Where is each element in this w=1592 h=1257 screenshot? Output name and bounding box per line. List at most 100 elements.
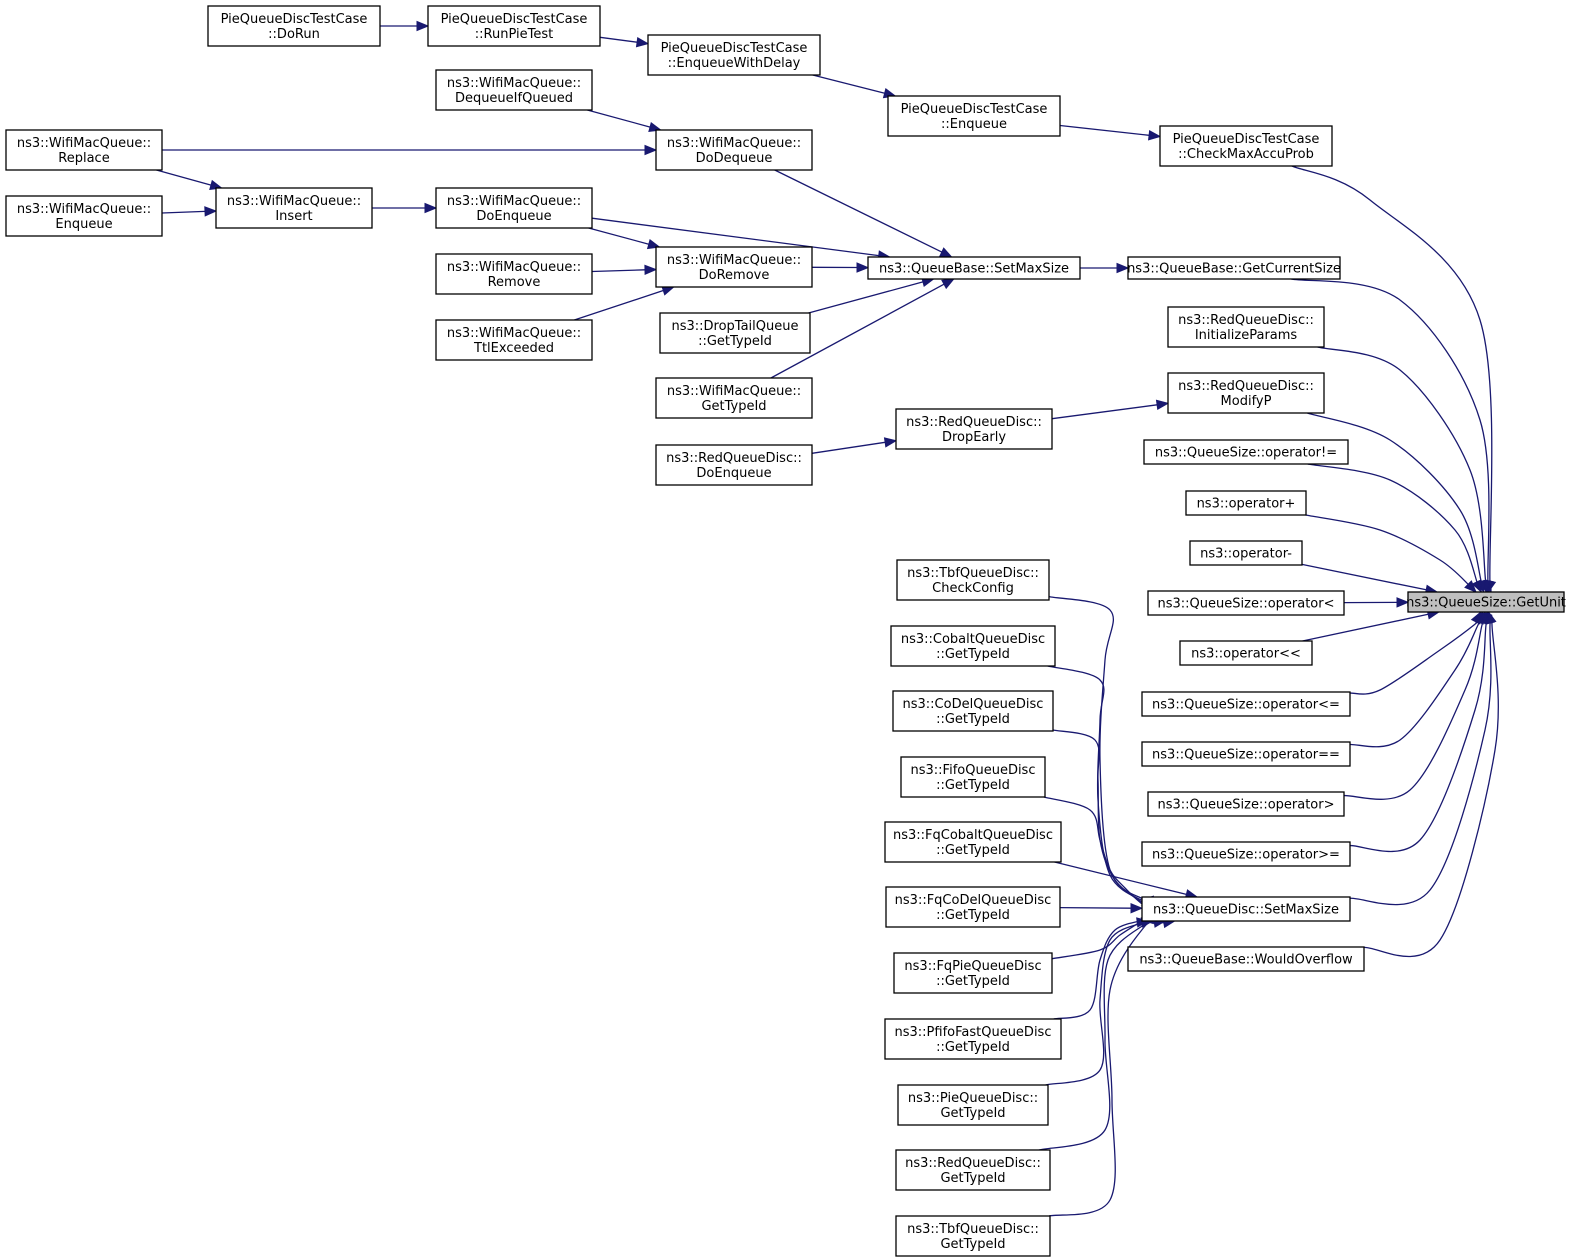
node-label-line: ns3::WifiMacQueue:: [667, 136, 801, 151]
edge-droptail_gettypeid-to-qb_setmaxsize [808, 276, 935, 314]
node-dorun[interactable]: PieQueueDiscTestCase::DoRun [207, 5, 381, 47]
node-label-line: GetTypeId [701, 399, 766, 414]
node-op-shl[interactable]: ns3::operator<< [1179, 640, 1313, 666]
arrowhead [941, 278, 955, 290]
node-codel-gettypeid[interactable]: ns3::CoDelQueueDisc::GetTypeId [892, 690, 1054, 732]
node-box [884, 1018, 1062, 1060]
arrowhead [648, 121, 662, 132]
node-checkmaxaccuprob[interactable]: PieQueueDiscTestCase::CheckMaxAccuProb [1159, 125, 1333, 167]
node-cobalt-gettypeid[interactable]: ns3::CobaltQueueDisc::GetTypeId [890, 625, 1056, 667]
node-red-modifyp[interactable]: ns3::RedQueueDisc::ModifyP [1167, 372, 1325, 414]
node-label-line: ns3::RedQueueDisc:: [905, 1156, 1041, 1171]
node-wmq-doenqueue[interactable]: ns3::WifiMacQueue::DoEnqueue [435, 187, 593, 229]
edge-line [599, 36, 638, 43]
node-box [1179, 640, 1313, 666]
node-pie-gettypeid[interactable]: ns3::PieQueueDisc::GetTypeId [897, 1084, 1049, 1126]
node-wmq-doremove[interactable]: ns3::WifiMacQueue::DoRemove [655, 246, 813, 288]
edge-fqcodel_gettypeid-to-qd_setmaxsize [1059, 902, 1144, 914]
node-label-line: InitializeParams [1195, 328, 1298, 343]
node-box [1407, 591, 1565, 613]
node-op-ge[interactable]: ns3::QueueSize::operator>= [1141, 841, 1351, 867]
node-wouldoverflow[interactable]: ns3::QueueBase::WouldOverflow [1127, 946, 1365, 972]
node-wmq-dodequeue[interactable]: ns3::WifiMacQueue::DoDequeue [655, 129, 813, 171]
edge-line [1343, 618, 1485, 800]
node-box [5, 129, 163, 171]
node-op-eq[interactable]: ns3::QueueSize::operator== [1141, 741, 1351, 767]
node-op-lt[interactable]: ns3::QueueSize::operator< [1147, 590, 1345, 616]
arrowhead [646, 238, 661, 250]
node-label-line: ns3::QueueSize::operator== [1152, 748, 1340, 763]
edge-wmq_replace-to-wmq_insert [156, 169, 223, 190]
node-op-plus[interactable]: ns3::operator+ [1185, 490, 1307, 516]
node-fqcobalt-gettypeid[interactable]: ns3::FqCobaltQueueDisc::GetTypeId [884, 821, 1062, 863]
edge-op_ge-to-getunit [1349, 610, 1492, 853]
node-box [1159, 125, 1333, 167]
node-box [655, 377, 813, 419]
node-op-le[interactable]: ns3::QueueSize::operator<= [1141, 691, 1351, 717]
node-label-line: GetTypeId [940, 1106, 1005, 1121]
edge-line [1059, 124, 1150, 136]
node-runpietest[interactable]: PieQueueDiscTestCase::RunPieTest [427, 5, 601, 47]
edge-pie_gettypeid-to-qd_setmaxsize [1045, 917, 1155, 1086]
node-enqueuewithdelay[interactable]: PieQueueDiscTestCase::EnqueueWithDelay [647, 34, 821, 76]
node-red-doenqueue[interactable]: ns3::RedQueueDisc::DoEnqueue [655, 444, 813, 486]
node-label-line: Remove [488, 275, 541, 290]
arrowhead [1155, 399, 1170, 411]
node-wmq-ttlexceeded[interactable]: ns3::WifiMacQueue::TtlExceeded [435, 319, 593, 361]
node-qb-setmaxsize[interactable]: ns3::QueueBase::SetMaxSize [867, 256, 1081, 280]
node-box [435, 319, 593, 361]
node-tbf-gettypeid[interactable]: ns3::TbfQueueDisc::GetTypeId [895, 1215, 1051, 1257]
node-label-line: ns3::operator- [1200, 547, 1292, 562]
node-box [900, 756, 1046, 798]
node-wmq-replace[interactable]: ns3::WifiMacQueue::Replace [5, 129, 163, 171]
node-pfifo-gettypeid[interactable]: ns3::PfifoFastQueueDisc::GetTypeId [884, 1018, 1062, 1060]
node-box [207, 5, 381, 47]
node-red-initializeparams[interactable]: ns3::RedQueueDisc::InitializeParams [1167, 306, 1325, 348]
node-wmq-enqueue[interactable]: ns3::WifiMacQueue::Enqueue [5, 195, 163, 237]
node-label-line: ns3::RedQueueDisc:: [666, 451, 802, 466]
node-label-line: ::GetTypeId [698, 334, 772, 349]
node-tbf-checkconfig[interactable]: ns3::TbfQueueDisc::CheckConfig [896, 559, 1050, 601]
edge-line [1349, 621, 1478, 695]
edge-line [591, 269, 646, 273]
edge-op_lt-to-getunit [1343, 597, 1410, 608]
node-wmq-insert[interactable]: ns3::WifiMacQueue::Insert [215, 187, 373, 229]
node-label-line: ::DoRun [268, 27, 320, 42]
node-pie-enqueue[interactable]: PieQueueDiscTestCase::Enqueue [887, 95, 1061, 137]
node-red-dropearly[interactable]: ns3::RedQueueDisc::DropEarly [895, 408, 1053, 450]
edge-wmq_replace-to-wmq_dodequeue [162, 144, 658, 156]
node-op-ne[interactable]: ns3::QueueSize::operator!= [1143, 439, 1349, 465]
node-label-line: ::GetTypeId [936, 647, 1010, 662]
node-fifo-gettypeid[interactable]: ns3::FifoQueueDisc::GetTypeId [900, 756, 1046, 798]
node-label-line: ns3::QueueBase::SetMaxSize [879, 262, 1069, 277]
node-label-line: ::GetTypeId [936, 712, 1010, 727]
node-label-line: ns3::QueueSize::operator< [1158, 597, 1335, 612]
node-box [655, 246, 813, 288]
node-fqpie-gettypeid[interactable]: ns3::FqPieQueueDisc::GetTypeId [893, 952, 1053, 994]
node-droptail-gettypeid[interactable]: ns3::DropTailQueue::GetTypeId [659, 312, 811, 354]
node-label-line: ::EnqueueWithDelay [668, 56, 801, 71]
arrowhead [1396, 597, 1410, 608]
node-box [895, 1215, 1051, 1257]
node-fqcodel-gettypeid[interactable]: ns3::FqCoDelQueueDisc::GetTypeId [885, 886, 1061, 928]
edge-line [1349, 617, 1488, 853]
node-op-gt[interactable]: ns3::QueueSize::operator> [1147, 791, 1345, 817]
arrowhead [635, 36, 650, 48]
node-wmq-gettypeid[interactable]: ns3::WifiMacQueue::GetTypeId [655, 377, 813, 419]
edge-line [574, 289, 664, 321]
arrowhead [939, 247, 953, 258]
node-getunit[interactable]: ns3::QueueSize::GetUnit [1406, 591, 1566, 613]
node-label-line: ns3::WifiMacQueue:: [667, 253, 801, 268]
node-red-gettypeid[interactable]: ns3::RedQueueDisc::GetTypeId [895, 1149, 1051, 1191]
node-box [1141, 896, 1351, 922]
edge-line [770, 283, 945, 379]
node-box [867, 256, 1081, 280]
node-label-line: DoEnqueue [696, 466, 771, 481]
node-qd-setmaxsize[interactable]: ns3::QueueDisc::SetMaxSize [1141, 896, 1351, 922]
node-box [647, 34, 821, 76]
node-wmq-dequeueifqueued[interactable]: ns3::WifiMacQueue::DequeueIfQueued [435, 69, 593, 111]
node-wmq-remove[interactable]: ns3::WifiMacQueue::Remove [435, 253, 593, 295]
node-op-minus[interactable]: ns3::operator- [1189, 540, 1303, 566]
edge-line [588, 227, 649, 245]
node-getcurrentsize[interactable]: ns3::QueueBase::GetCurrentSize [1127, 256, 1341, 280]
